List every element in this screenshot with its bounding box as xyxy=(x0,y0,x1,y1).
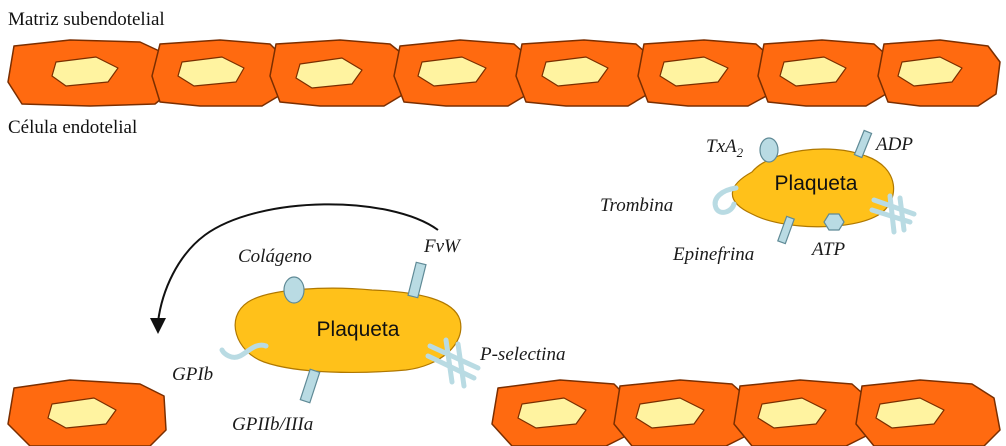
endothelial-cell xyxy=(758,40,892,106)
endothelial-cell xyxy=(878,40,1000,106)
collagen-receptor-icon xyxy=(284,277,304,303)
endothelial-cell-label: Célula endotelial xyxy=(8,117,137,138)
endothelial-layer-top xyxy=(8,40,1000,106)
endothelial-cell xyxy=(394,40,532,106)
p-selectin-label: P-selectina xyxy=(479,344,565,365)
thrombin-label: Trombina xyxy=(600,195,673,216)
vwf-receptor-icon xyxy=(408,262,426,297)
txa2-subscript: 2 xyxy=(737,145,744,160)
endothelial-cell xyxy=(856,380,1000,446)
subendothelial-matrix-label: Matriz subendotelial xyxy=(8,9,165,30)
gpib-label: GPIb xyxy=(172,364,213,385)
endothelial-cell xyxy=(152,40,286,106)
atp-label: ATP xyxy=(810,239,845,260)
endothelial-cell xyxy=(492,380,630,446)
platelet-label: Plaqueta xyxy=(317,318,400,341)
endothelial-cell xyxy=(734,380,870,446)
gpiibiiia-receptor-icon xyxy=(300,369,319,403)
adp-label: ADP xyxy=(874,134,913,155)
txa2-receptor-icon xyxy=(760,138,778,162)
gpiibiiia-label: GPIIb/IIIa xyxy=(232,414,313,435)
epinephrine-label: Epinefrina xyxy=(672,244,754,265)
endothelial-layer-bottom xyxy=(8,380,1000,446)
txa2-label: TxA2 xyxy=(706,136,744,160)
platelet-activated: Plaqueta TxA2 ADP Trombina Epinefrina AT… xyxy=(600,130,914,265)
endothelial-cell xyxy=(270,40,410,106)
endothelial-cell xyxy=(8,40,172,106)
endothelial-cell xyxy=(8,380,166,446)
selectin-receptor-icon xyxy=(872,196,914,232)
endothelial-cell xyxy=(638,40,774,106)
vwf-label: FvW xyxy=(423,236,462,257)
platelet-label: Plaqueta xyxy=(775,172,858,195)
endothelial-cell xyxy=(516,40,654,106)
adp-receptor-icon xyxy=(854,130,871,157)
arrowhead-icon xyxy=(150,318,166,334)
collagen-label: Colágeno xyxy=(238,246,312,267)
atp-receptor-icon xyxy=(824,214,844,230)
endothelial-cell xyxy=(614,380,750,446)
